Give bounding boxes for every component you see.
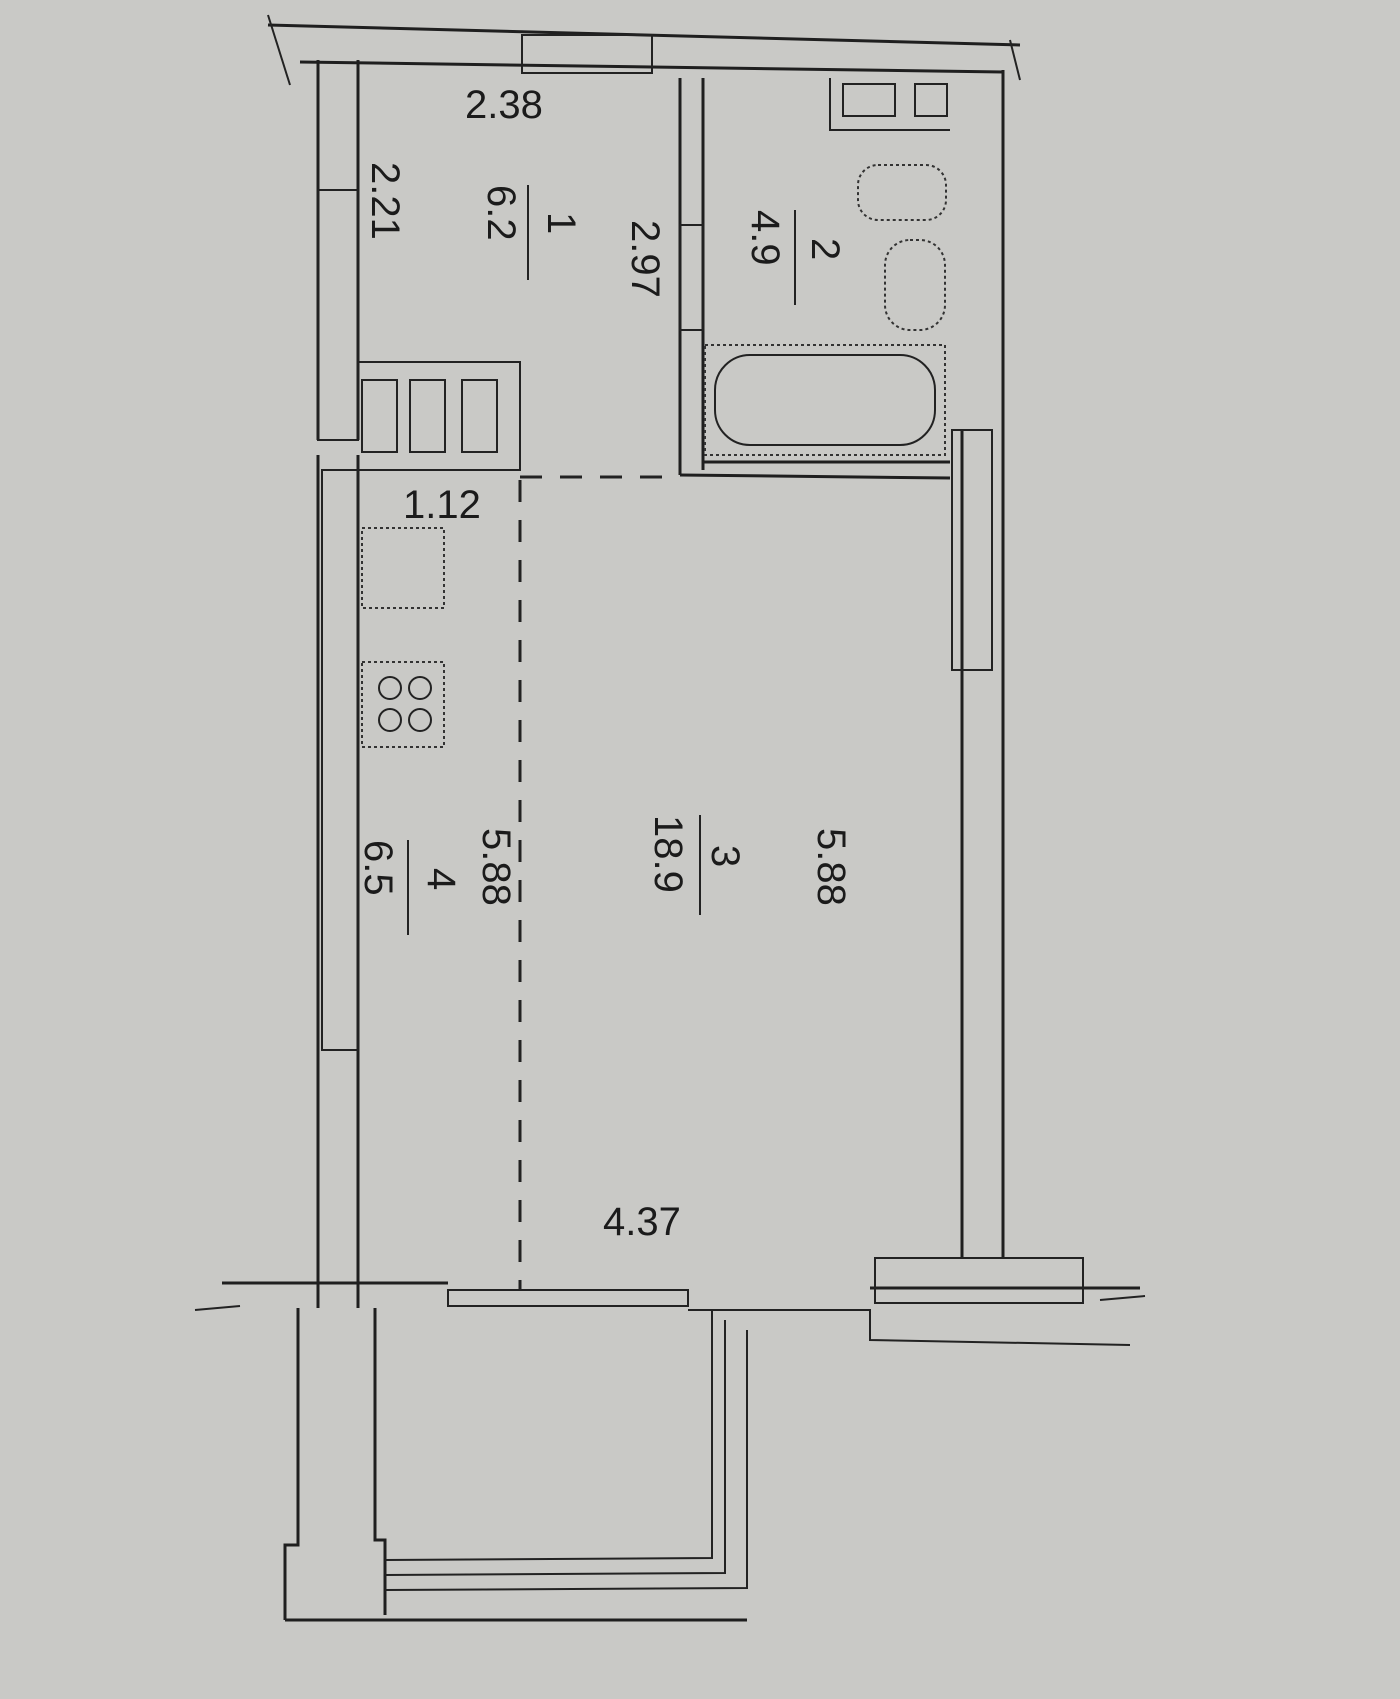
dim-2-21: 2.21 bbox=[363, 162, 407, 240]
room-area: 18.9 bbox=[646, 815, 690, 893]
left-window-upper bbox=[317, 189, 359, 441]
stove-unit bbox=[361, 661, 445, 748]
top-left-tick bbox=[267, 14, 291, 86]
top-right-tick bbox=[1009, 39, 1021, 81]
wardrobe-2 bbox=[409, 379, 446, 453]
utility-box-2 bbox=[914, 83, 948, 117]
sink-unit bbox=[361, 527, 445, 609]
balcony-rail-3 bbox=[384, 1330, 748, 1591]
balcony bbox=[194, 1257, 1146, 1622]
dimension-labels: 2.38 2.21 2.97 1.12 5.88 5.88 4.37 bbox=[363, 83, 853, 1244]
wardrobe-3 bbox=[461, 379, 498, 453]
balcony-left-outer bbox=[283, 1308, 300, 1620]
dim-2-38: 2.38 bbox=[465, 83, 543, 127]
burner-2 bbox=[408, 676, 432, 700]
room-label-4: 4 6.5 bbox=[356, 840, 463, 935]
bath-bottom-wall bbox=[679, 473, 951, 480]
room-area: 6.5 bbox=[356, 840, 400, 896]
burner-4 bbox=[408, 708, 432, 732]
room-number: 1 bbox=[539, 212, 583, 234]
room-area: 4.9 bbox=[743, 210, 787, 266]
utility-niche bbox=[829, 78, 950, 131]
balcony-rail-2 bbox=[384, 1320, 726, 1576]
balcony-rail-1 bbox=[384, 1310, 713, 1561]
room-label-2: 2 4.9 bbox=[743, 210, 847, 305]
burner-3 bbox=[378, 708, 402, 732]
balcony-slab-right bbox=[874, 1257, 1084, 1304]
bathtub bbox=[704, 344, 946, 456]
room-number: 4 bbox=[419, 868, 463, 890]
balcony-rail-right bbox=[688, 1309, 1131, 1346]
outer-walls bbox=[267, 14, 1021, 1308]
washbasin bbox=[884, 239, 946, 331]
room-label-1: 1 6.2 bbox=[479, 185, 583, 280]
bathtub-inner bbox=[714, 354, 936, 446]
room-number: 2 bbox=[803, 238, 847, 260]
partitions bbox=[358, 78, 951, 1290]
toilet bbox=[857, 164, 947, 221]
wardrobe-outline bbox=[358, 361, 521, 471]
burner-1 bbox=[378, 676, 402, 700]
balcony-door bbox=[447, 1289, 689, 1307]
right-window bbox=[951, 429, 993, 671]
bath-door bbox=[679, 224, 704, 331]
dim-2-97: 2.97 bbox=[623, 220, 667, 298]
room-number: 3 bbox=[703, 845, 747, 867]
dim-4-37: 4.37 bbox=[603, 1200, 681, 1244]
wardrobe-1 bbox=[361, 379, 398, 453]
dim-1-12: 1.12 bbox=[403, 483, 481, 527]
right-tick bbox=[1099, 1295, 1146, 1301]
left-window-lower bbox=[321, 469, 359, 1051]
room-area: 6.2 bbox=[479, 185, 523, 241]
top-window bbox=[521, 34, 653, 74]
utility-box-1 bbox=[842, 83, 896, 117]
room-label-3: 3 18.9 bbox=[646, 815, 747, 915]
balcony-left-inner bbox=[373, 1308, 387, 1615]
dim-5-88-left: 5.88 bbox=[474, 828, 518, 906]
fixtures bbox=[361, 78, 950, 748]
dim-5-88-right: 5.88 bbox=[809, 828, 853, 906]
left-tick bbox=[194, 1305, 241, 1311]
